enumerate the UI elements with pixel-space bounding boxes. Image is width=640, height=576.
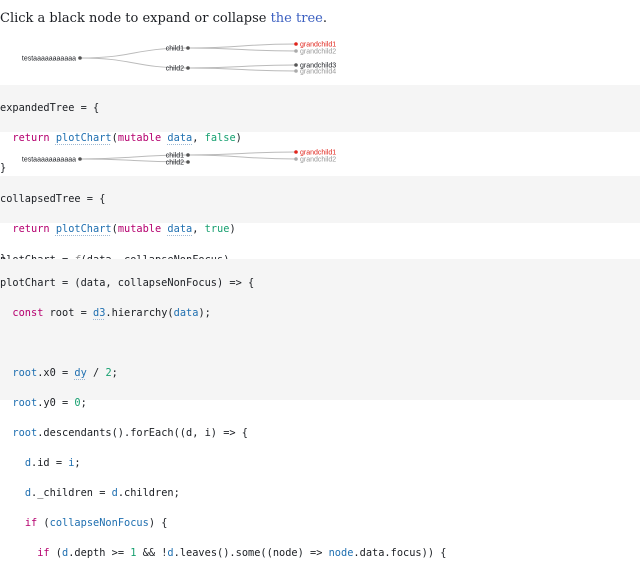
code-text: .depth >= (68, 547, 131, 559)
collapsed-child1-label: child1 (166, 153, 184, 160)
code-text: ) { (148, 517, 168, 529)
code-line: } (0, 161, 640, 176)
code-text: ; (111, 367, 118, 379)
keyword-mutable: mutable (117, 223, 162, 235)
keyword-if: if (37, 547, 50, 559)
code-text: .id = (31, 457, 69, 469)
root-identifier: root (12, 397, 38, 409)
root-identifier: root (12, 367, 38, 379)
code-text: .descendants().forEach((d, i) => { (37, 427, 248, 439)
plotchart-link[interactable]: plotChart (55, 132, 112, 144)
data-link[interactable]: data (167, 132, 193, 144)
code-text: .y0 = (37, 397, 75, 409)
code-text: ( (37, 517, 50, 529)
keyword-return: return (12, 132, 50, 144)
cell-header: expandedTree = { (0, 102, 100, 114)
code-text: plotChart = (data, collapseNonFocus) => … (0, 277, 255, 289)
code-text: root = (43, 307, 94, 319)
number-literal: 2 (105, 367, 112, 379)
code-text: ; (74, 457, 81, 469)
expanded-tree-chart: testaaaaaaaaaaa child1 child2 grandchild… (22, 42, 336, 76)
expanded-grandchild1-label: grandchild1 (300, 42, 336, 49)
cell-header: collapsedTree = { (0, 193, 106, 205)
code-line: const root = d3.hierarchy(data); (0, 306, 640, 321)
collapsed-grandchild2-label: grandchild2 (300, 157, 336, 164)
expanded-grandchild1-node (294, 42, 298, 46)
code-line: if (collapseNonFocus) { (0, 516, 640, 531)
collapsed-child1-node[interactable] (186, 153, 190, 157)
expanded-child2-node[interactable] (186, 66, 190, 70)
code-line: root.descendants().forEach((d, i) => { (0, 426, 640, 441)
plotchart-source-cell[interactable]: plotChart = (data, collapseNonFocus) => … (0, 259, 640, 559)
code-line: d.id = i; (0, 456, 640, 471)
code-text: / (86, 367, 106, 379)
code-line: d._children = d.children; (0, 486, 640, 501)
code-text: .data.focus)) { (353, 547, 447, 559)
data-identifier: data (173, 307, 199, 319)
expanded-grandchild2-node (294, 49, 298, 53)
literal-true: true (204, 223, 230, 235)
cell-close: } (0, 162, 7, 174)
keyword-const: const (12, 307, 44, 319)
data-link[interactable]: data (167, 223, 193, 235)
expanded-grandchild3-label: grandchild3 (300, 63, 336, 70)
code-line: root.y0 = 0; (0, 396, 640, 411)
plotchart-summary-cell[interactable]: plotChart = ƒ(data, collapseNonFocus) (0, 238, 640, 266)
intro-text: Click a black node to expand or collapse… (0, 8, 640, 30)
expanded-root-label: testaaaaaaaaaaa (22, 56, 76, 63)
expanded-grandchild3-node (294, 63, 298, 67)
code-text: ); (198, 307, 211, 319)
collapsed-tree-cell[interactable]: collapsedTree = { return plotChart(mutab… (0, 176, 640, 265)
code-line: if (d.depth >= 1 && !d.leaves().some((no… (0, 546, 640, 561)
expanded-child2-label: child2 (166, 66, 184, 73)
tree-link[interactable]: the tree (270, 11, 323, 26)
code-line-blank (0, 336, 640, 351)
collapse-identifier: collapseNonFocus (49, 517, 149, 529)
intro-text-after: . (322, 11, 327, 26)
code-text: .hierarchy( (105, 307, 174, 319)
collapsed-root-node[interactable] (78, 157, 82, 161)
collapsed-tree-chart: testaaaaaaaaaaa child1 child2 grandchild… (22, 150, 336, 167)
code-line: collapsedTree = { (0, 192, 640, 207)
collapsed-grandchild1-node (294, 150, 298, 154)
code-line: plotChart = (data, collapseNonFocus) => … (0, 276, 640, 291)
code-text: ( (49, 547, 63, 559)
collapsed-tree-links (79, 151, 297, 163)
collapsed-grandchild1-label: grandchild1 (300, 150, 336, 157)
keyword-mutable: mutable (117, 132, 162, 144)
expanded-tree-cell[interactable]: expandedTree = { return plotChart(mutabl… (0, 85, 640, 174)
keyword-return: return (12, 223, 50, 235)
collapsed-child2-node[interactable] (186, 160, 190, 164)
code-text: ._children = (31, 487, 112, 499)
code-text: && ! (136, 547, 168, 559)
dy-link[interactable]: dy (74, 367, 87, 379)
code-line: root.x0 = dy / 2; (0, 366, 640, 381)
plotchart-link[interactable]: plotChart (55, 223, 112, 235)
intro-text-before: Click a black node to expand or collapse (0, 11, 271, 26)
collapsed-child2-label: child2 (166, 160, 184, 167)
literal-false: false (204, 132, 236, 144)
code-line: return plotChart(mutable data, false) (12, 132, 242, 144)
expanded-grandchild4-label: grandchild4 (300, 69, 336, 76)
expanded-grandchild2-label: grandchild2 (300, 49, 336, 56)
collapsed-root-label: testaaaaaaaaaaa (22, 157, 76, 164)
code-text: .children; (117, 487, 180, 499)
code-line: return plotChart(mutable data, true) (12, 223, 236, 235)
expanded-child1-node[interactable] (186, 46, 190, 50)
expanded-tree-links (79, 43, 297, 72)
keyword-if: if (24, 517, 38, 529)
code-text: ; (80, 397, 87, 409)
code-text: .leaves().some((node) => (173, 547, 329, 559)
expanded-grandchild4-node (294, 69, 298, 73)
collapsed-grandchild2-node (294, 157, 298, 161)
node-identifier: node (328, 547, 354, 559)
root-identifier: root (12, 427, 38, 439)
code-line: expandedTree = { (0, 101, 640, 116)
expanded-child1-label: child1 (166, 46, 184, 53)
expanded-root-node[interactable] (78, 56, 82, 60)
code-text: .x0 = (37, 367, 75, 379)
d3-link[interactable]: d3 (93, 307, 106, 319)
